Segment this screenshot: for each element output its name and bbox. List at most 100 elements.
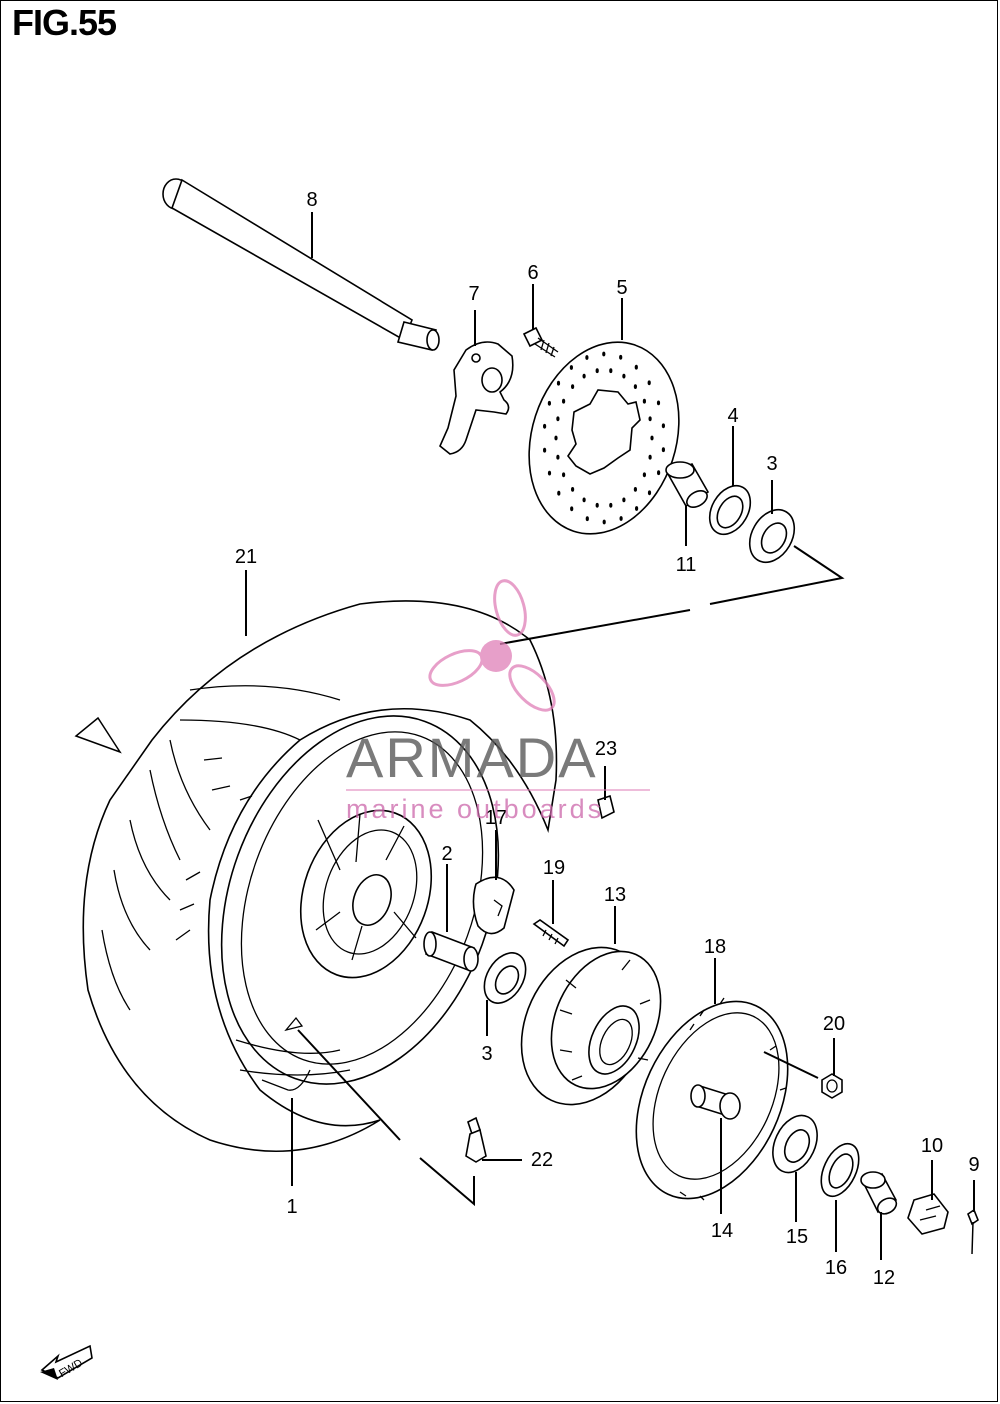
label-part-14[interactable]: 14 bbox=[711, 1220, 733, 1242]
watermark-tagline: marine outboards bbox=[346, 794, 604, 824]
bearing-15-drawing bbox=[772, 1114, 818, 1174]
disc-hole bbox=[622, 497, 626, 503]
cushion-17-drawing bbox=[472, 876, 515, 935]
valve-22-drawing bbox=[465, 1116, 487, 1163]
disc-hole bbox=[585, 355, 589, 360]
disc-hole bbox=[554, 435, 558, 441]
disc-hole bbox=[609, 368, 613, 374]
disc-hole bbox=[647, 490, 652, 496]
disc-hole bbox=[556, 416, 560, 422]
label-part-20[interactable]: 20 bbox=[823, 1013, 845, 1035]
disc-hole bbox=[656, 400, 661, 406]
label-part-18[interactable]: 18 bbox=[704, 936, 726, 958]
disc-hole bbox=[619, 516, 623, 521]
cotter-pin-9-drawing bbox=[967, 1208, 979, 1255]
disc-hole bbox=[571, 384, 575, 389]
disc-hole bbox=[648, 454, 652, 460]
seal-16-drawing bbox=[820, 1142, 860, 1198]
disc-hole bbox=[570, 506, 574, 512]
disc-hole bbox=[556, 380, 561, 386]
brake-disc-drawing bbox=[528, 341, 680, 535]
label-part-16[interactable]: 16 bbox=[825, 1257, 847, 1279]
rim-drawing bbox=[220, 715, 500, 1091]
disc-hole bbox=[595, 502, 599, 508]
disc-hole bbox=[635, 506, 639, 511]
part-number-labels: 1 2 3 3 4 5 6 7 8 9 10 11 12 13 14 15 16… bbox=[235, 189, 980, 1289]
sprocket-drum-drawing bbox=[520, 946, 662, 1106]
label-part-2[interactable]: 2 bbox=[441, 843, 452, 865]
disc-hole bbox=[547, 470, 552, 476]
disc-hole bbox=[648, 416, 652, 422]
disc-hole bbox=[571, 487, 575, 492]
disc-hole bbox=[595, 368, 599, 374]
disc-hole bbox=[650, 435, 654, 441]
disc-hole bbox=[557, 490, 561, 496]
watermark-brand: ARMADA bbox=[346, 726, 598, 789]
disc-hole bbox=[556, 454, 560, 460]
disc-hole bbox=[569, 365, 574, 370]
label-part-4[interactable]: 4 bbox=[727, 405, 738, 427]
disc-hole bbox=[661, 447, 666, 453]
label-part-10[interactable]: 10 bbox=[921, 1135, 943, 1157]
disc-hole bbox=[634, 364, 638, 370]
propeller-logo-icon bbox=[428, 579, 556, 712]
label-part-23[interactable]: 23 bbox=[595, 738, 617, 760]
caliper-bracket-drawing bbox=[439, 341, 514, 455]
axle-drawing bbox=[162, 178, 440, 351]
label-part-3-upper[interactable]: 3 bbox=[766, 453, 777, 475]
label-part-15[interactable]: 15 bbox=[786, 1226, 808, 1248]
spacer-2-drawing bbox=[423, 930, 479, 972]
label-part-6[interactable]: 6 bbox=[527, 262, 538, 284]
label-part-17[interactable]: 17 bbox=[485, 807, 507, 829]
label-part-8[interactable]: 8 bbox=[306, 189, 317, 211]
disc-hole bbox=[562, 398, 566, 404]
disc-hole bbox=[602, 519, 606, 525]
figure-title: FIG.55 bbox=[12, 2, 117, 43]
disc-hole bbox=[562, 472, 566, 478]
disc-hole bbox=[633, 384, 638, 389]
nut-20-drawing bbox=[821, 1073, 843, 1099]
disc-hole bbox=[582, 497, 586, 503]
disc-hole bbox=[619, 354, 623, 360]
label-part-11[interactable]: 11 bbox=[676, 554, 697, 576]
label-part-19[interactable]: 19 bbox=[543, 857, 565, 879]
disc-hole bbox=[547, 400, 552, 406]
bearing-3-lower-drawing bbox=[483, 952, 527, 1004]
disc-hole bbox=[633, 487, 638, 492]
disc-hole bbox=[657, 470, 661, 476]
collar-12-drawing bbox=[860, 1171, 898, 1215]
disc-hole bbox=[647, 380, 651, 386]
disc-hole bbox=[582, 373, 586, 379]
disc-hole bbox=[585, 516, 589, 522]
disc-hole bbox=[642, 398, 647, 404]
stud-19-drawing bbox=[532, 919, 570, 948]
watermark: ARMADA marine outboards bbox=[346, 579, 650, 824]
tire-drawing bbox=[74, 600, 558, 1153]
castle-nut-10-drawing bbox=[907, 1193, 949, 1235]
leader-lines bbox=[245, 212, 975, 1260]
disc-vent-holes bbox=[543, 351, 666, 525]
disc-hole bbox=[642, 472, 647, 478]
seal-4-drawing bbox=[708, 484, 752, 536]
disc-hole bbox=[622, 373, 626, 379]
label-part-12[interactable]: 12 bbox=[873, 1267, 895, 1289]
label-part-1[interactable]: 1 bbox=[286, 1196, 297, 1218]
spacer-11-drawing bbox=[665, 461, 710, 508]
label-part-3-lower[interactable]: 3 bbox=[481, 1043, 492, 1065]
label-part-22[interactable]: 22 bbox=[531, 1149, 553, 1171]
disc-hole bbox=[602, 351, 606, 357]
disc-hole bbox=[543, 423, 547, 429]
fwd-direction-badge: FWD bbox=[40, 1344, 93, 1380]
bearing-3-top-drawing bbox=[748, 508, 796, 564]
sleeve-14-drawing bbox=[690, 1084, 741, 1120]
disc-hole bbox=[609, 502, 613, 508]
label-part-13[interactable]: 13 bbox=[604, 884, 626, 906]
label-part-7[interactable]: 7 bbox=[468, 283, 479, 305]
label-part-21[interactable]: 21 bbox=[235, 546, 257, 568]
label-part-9[interactable]: 9 bbox=[968, 1154, 979, 1176]
bolt-drawing bbox=[522, 326, 559, 358]
label-part-5[interactable]: 5 bbox=[616, 277, 627, 299]
disc-hole bbox=[661, 423, 666, 429]
